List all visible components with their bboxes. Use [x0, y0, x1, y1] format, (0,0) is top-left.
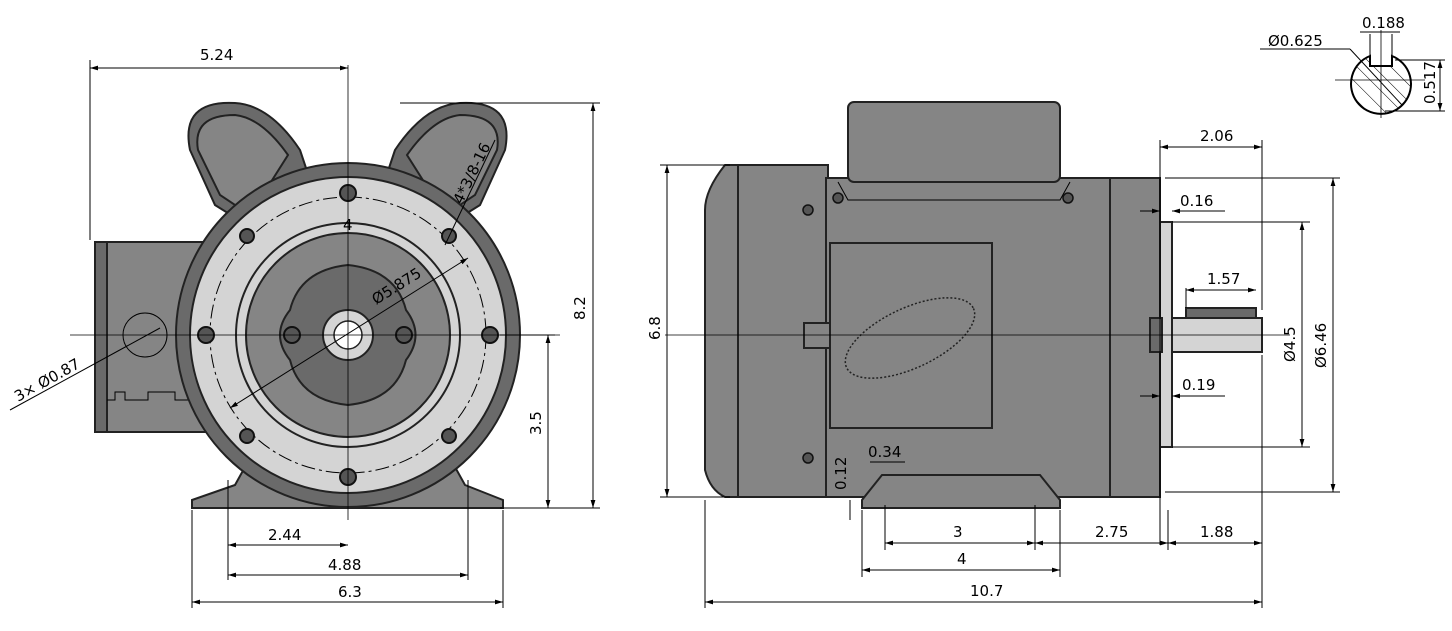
- dim-flange-thk: 0.16: [1180, 192, 1213, 210]
- front-view: [70, 65, 560, 520]
- dim-foot-half: 2.44: [268, 526, 301, 544]
- dim-foot-thk: 0.12: [832, 457, 850, 490]
- dim-width-top: 5.24: [200, 46, 233, 64]
- dim-foot-spacing: 4.88: [328, 556, 361, 574]
- dim-pilot-dia: Ø4.5: [1281, 326, 1299, 362]
- dim-shaft-height: 3.5: [527, 411, 545, 435]
- dim-foot-slot: 0.34: [868, 443, 901, 461]
- dim-overall-length: 10.7: [970, 582, 1003, 600]
- dim-key-length: 1.57: [1207, 270, 1240, 288]
- capacitor-cover: [847, 101, 1061, 183]
- dim-key-depth: 0.517: [1421, 61, 1439, 104]
- dim-shaft-dia: Ø0.625: [1268, 32, 1323, 50]
- dim-side-height: 6.8: [646, 316, 664, 340]
- nameplate-logo: [844, 297, 976, 379]
- dim-foot-holes: 3: [953, 523, 963, 541]
- bolt-count-mark: 4: [343, 216, 353, 234]
- shaft-section: 0.188 Ø0.625 0.517: [1260, 14, 1445, 118]
- end-cap: [704, 164, 741, 498]
- dim-conduit-holes: 3× Ø0.87: [11, 355, 83, 406]
- side-dimensions: 6.8 2.06 0.16 1.57 Ø4.5 Ø6.46 0.19 0.12 …: [646, 127, 1340, 608]
- dim-flange-dia: Ø6.46: [1312, 323, 1330, 368]
- dim-key-width: 0.188: [1362, 14, 1405, 32]
- dim-shaft-length: 1.88: [1200, 523, 1233, 541]
- side-feet: [861, 474, 1061, 509]
- dim-rabbet: 0.19: [1182, 376, 1215, 394]
- side-view: [665, 101, 1290, 509]
- dim-foot-to-face: 2.75: [1095, 523, 1128, 541]
- dim-shaft-ext: 2.06: [1200, 127, 1233, 145]
- dim-height-total: 8.2: [571, 296, 589, 320]
- conduit-box-side: [829, 242, 993, 429]
- dim-base-width: 6.3: [338, 583, 362, 601]
- dim-foot-length: 4: [957, 550, 967, 568]
